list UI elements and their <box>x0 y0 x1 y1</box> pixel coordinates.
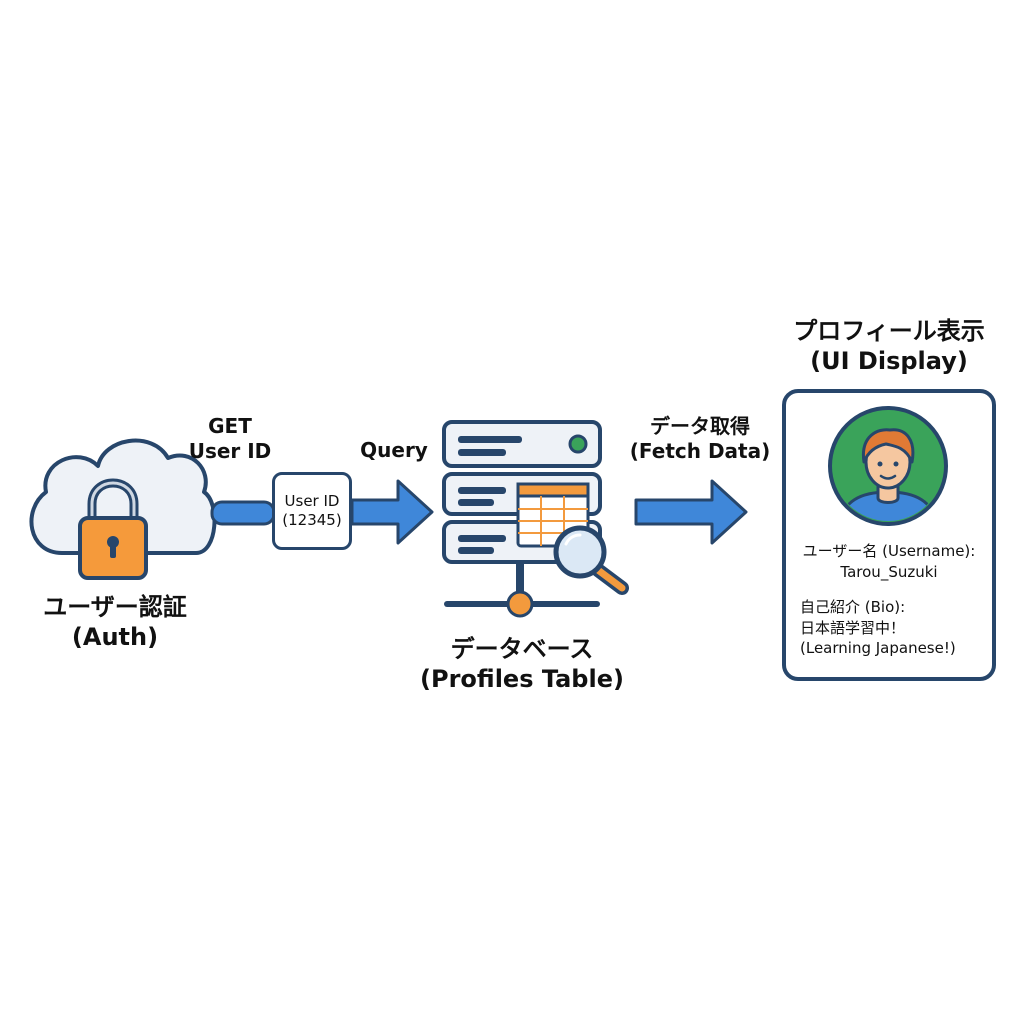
fetch-label-en: (Fetch Data) <box>629 439 771 463</box>
user-id-box: User ID (12345) <box>272 472 352 550</box>
query-label: Query <box>344 438 444 463</box>
database-label-ja: データベース <box>450 635 594 663</box>
username-label: ユーザー名 (Username): <box>802 542 976 560</box>
auth-label-en: (Auth) <box>71 623 159 651</box>
get-label-line1: GET <box>208 414 252 438</box>
auth-label-ja: ユーザー認証 <box>43 593 187 621</box>
username-value: Tarou_Suzuki <box>840 562 938 581</box>
profile-card: ユーザー名 (Username): Tarou_Suzuki 自己紹介 (Bio… <box>782 389 996 681</box>
user-avatar-icon <box>828 406 948 526</box>
database-label: データベース (Profiles Table) <box>412 634 632 694</box>
server-status-light <box>568 434 588 454</box>
arrow-fetch-data <box>634 479 748 545</box>
username-field: ユーザー名 (Username): Tarou_Suzuki <box>786 541 992 582</box>
magnifier-icon <box>553 525 629 595</box>
bio-value-en: (Learning Japanese!) <box>800 639 956 658</box>
arrow-get-user-id <box>210 500 276 526</box>
profile-title-ja: プロフィール表示 <box>793 317 985 345</box>
profile-display-title: プロフィール表示 (UI Display) <box>772 316 1006 376</box>
bio-field: 自己紹介 (Bio): 日本語学習中！ (Learning Japanese!) <box>800 597 956 659</box>
user-id-box-line1: User ID <box>284 491 340 510</box>
user-id-box-line2: (12345) <box>282 511 342 529</box>
fetch-label-ja: データ取得 <box>650 414 750 438</box>
fetch-data-label: データ取得 (Fetch Data) <box>622 414 778 464</box>
network-connector-icon <box>444 562 600 618</box>
cloud-shape <box>29 438 217 555</box>
query-label-text: Query <box>360 438 428 462</box>
auth-label: ユーザー認証 (Auth) <box>20 592 210 652</box>
profile-title-en: (UI Display) <box>810 347 968 375</box>
get-label-line2: User ID <box>188 439 272 463</box>
cloud-lock-icon <box>29 438 217 580</box>
bio-label: 自己紹介 (Bio): <box>800 598 906 616</box>
database-label-en: (Profiles Table) <box>420 665 624 693</box>
get-user-id-label: GET User ID <box>170 414 290 464</box>
database-server-icon <box>442 420 629 618</box>
arrow-query <box>350 479 434 545</box>
bio-value-ja: 日本語学習中！ <box>800 618 906 637</box>
